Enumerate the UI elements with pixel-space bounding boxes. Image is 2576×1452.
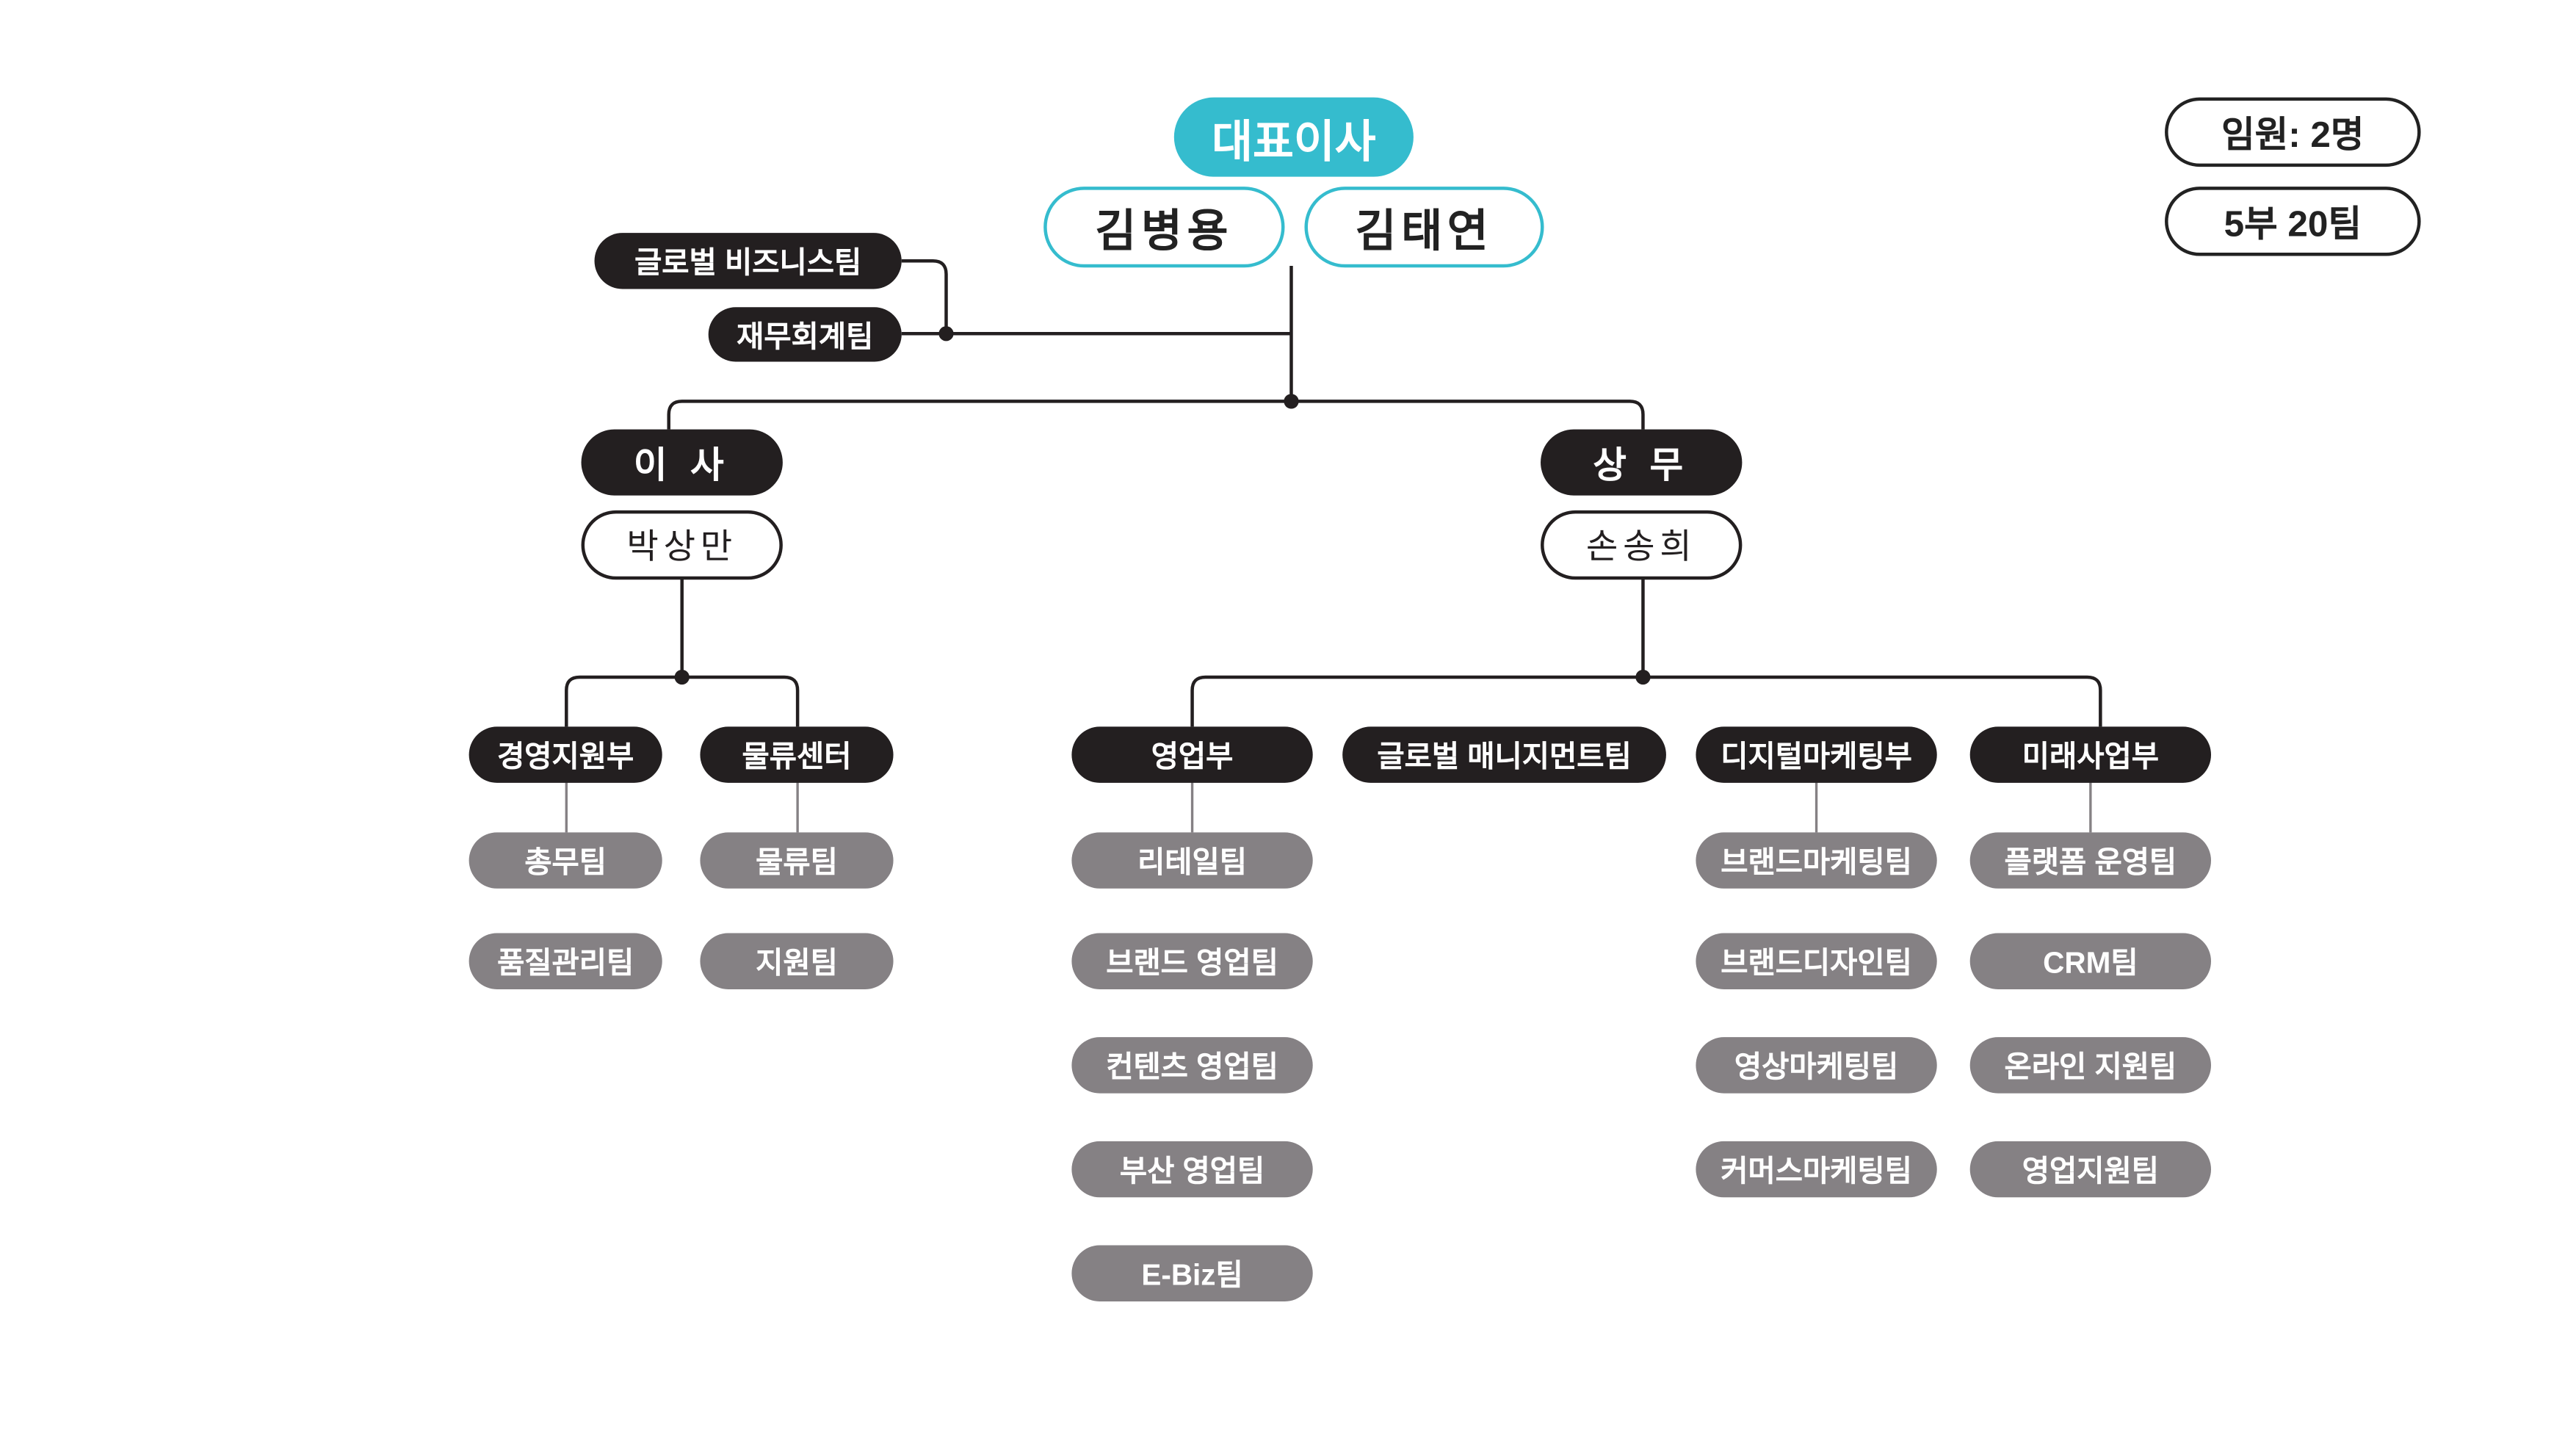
team: 플랫폼 운영팀 [1969,832,2212,889]
connector-executives [667,400,1645,430]
left-role: 이 사 [581,429,783,496]
team: 부산 영업팀 [1071,1141,1313,1198]
left-name: 박상만 [581,510,783,580]
team: 영상마케팅팀 [1696,1037,1937,1094]
team: E-Biz팀 [1071,1245,1313,1301]
department: 미래사업부 [1969,726,2212,783]
department: 영업부 [1071,726,1313,783]
staff-team-global-business: 글로벌 비즈니스팀 [594,233,902,289]
team: 총무팀 [468,832,662,889]
department: 글로벌 매니지먼트팀 [1342,726,1666,783]
team: 온라인 지원팀 [1969,1037,2212,1094]
team: 커머스마케팅팀 [1696,1141,1937,1198]
connector-global-business [901,259,948,334]
team: 컨텐츠 영업팀 [1071,1037,1313,1094]
team: 영업지원팀 [1969,1141,2212,1198]
staff-team-finance: 재무회계팀 [708,307,902,362]
team: 품질관리팀 [468,933,662,989]
department: 경영지원부 [468,726,662,783]
connector-right-depts [1190,675,2102,727]
team: CRM팀 [1969,933,2212,989]
team: 지원팀 [700,933,894,989]
team: 브랜드마케팅팀 [1696,832,1937,889]
department: 물류센터 [700,726,894,783]
junction-dot [1635,669,1651,685]
team: 브랜드 영업팀 [1071,933,1313,989]
team: 리테일팀 [1071,832,1313,889]
junction-dot [1284,394,1299,409]
team: 브랜드디자인팀 [1696,933,1937,989]
unit-count-badge: 5부 20팀 [2165,187,2421,256]
ceo-name-2: 김태연 [1304,187,1544,268]
department: 디지털마케팅부 [1696,726,1937,783]
ceo-title: 대표이사 [1173,97,1414,177]
junction-dot [674,669,690,685]
junction-dot [938,326,954,342]
ceo-name-1: 김병용 [1043,187,1285,268]
executive-count-badge: 임원: 2명 [2165,97,2421,167]
right-name: 손송희 [1541,510,1743,580]
right-role: 상 무 [1541,429,1743,496]
team: 물류팀 [700,832,894,889]
